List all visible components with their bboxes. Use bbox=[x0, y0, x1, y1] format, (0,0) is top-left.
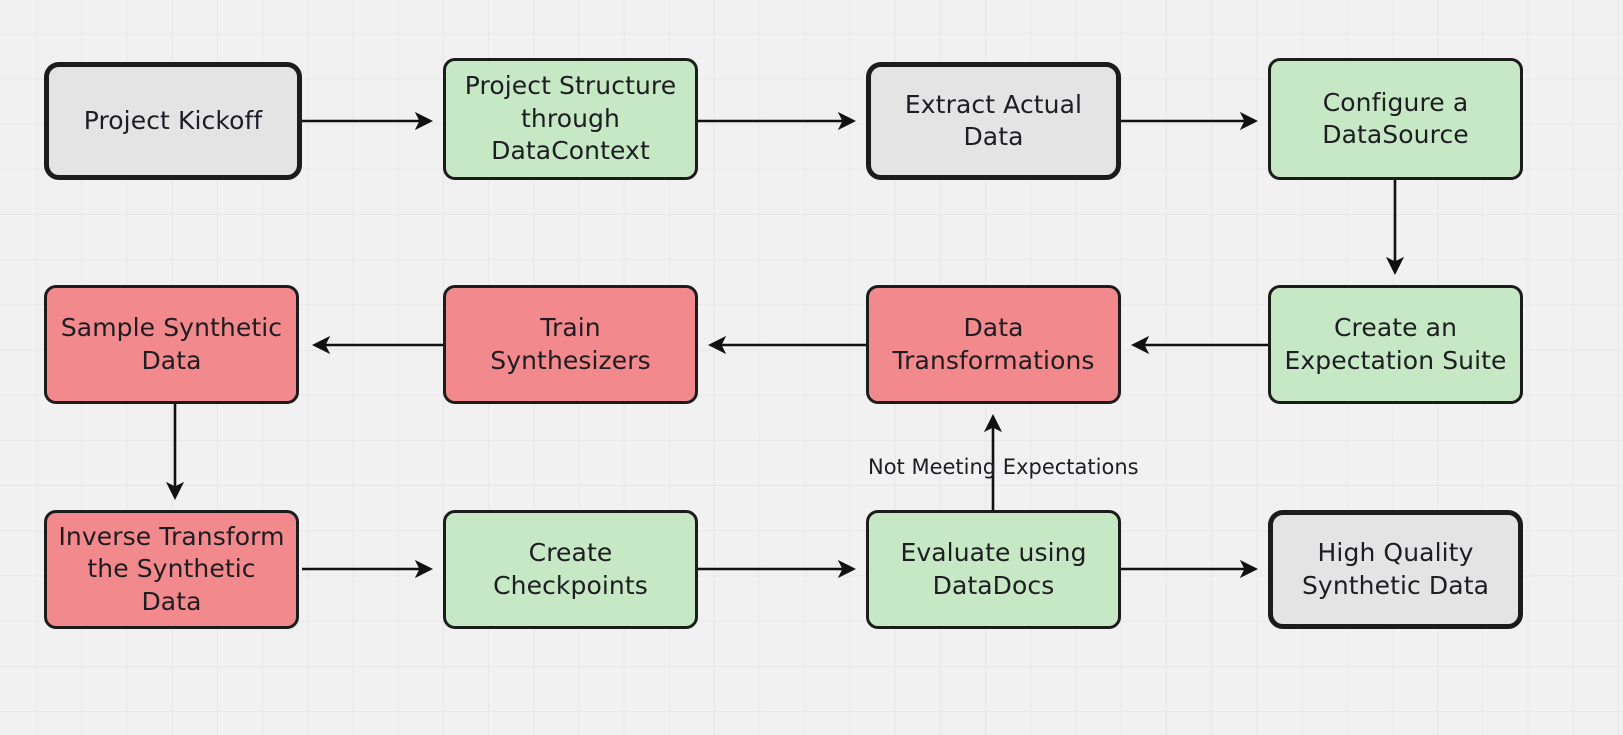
edge-label-not-meeting-expectations: Not Meeting Expectations bbox=[868, 455, 1139, 479]
node-label: Project Kickoff bbox=[83, 105, 263, 135]
node-extract-actual-data[interactable]: Extract Actual Data bbox=[866, 62, 1121, 180]
node-label: Create Checkpoints bbox=[493, 538, 648, 600]
node-project-structure[interactable]: Project Structure through DataContext bbox=[443, 58, 698, 180]
node-sample-synthetic-data[interactable]: Sample Synthetic Data bbox=[44, 285, 299, 404]
node-high-quality-data[interactable]: High Quality Synthetic Data bbox=[1268, 510, 1523, 629]
node-data-transformations[interactable]: Data Transformations bbox=[866, 285, 1121, 404]
node-create-checkpoints[interactable]: Create Checkpoints bbox=[443, 510, 698, 629]
node-create-expectation-suite[interactable]: Create an Expectation Suite bbox=[1268, 285, 1523, 404]
node-label: Data Transformations bbox=[892, 313, 1095, 375]
node-label: Train Synthesizers bbox=[490, 313, 651, 375]
node-train-synthesizers[interactable]: Train Synthesizers bbox=[443, 285, 698, 404]
node-label: Inverse Transform the Synthetic Data bbox=[58, 521, 285, 616]
node-project-kickoff[interactable]: Project Kickoff bbox=[44, 62, 302, 180]
node-label: Create an Expectation Suite bbox=[1284, 313, 1507, 375]
node-evaluate-datadocs[interactable]: Evaluate using DataDocs bbox=[866, 510, 1121, 629]
node-label: Extract Actual Data bbox=[904, 89, 1083, 152]
node-label: High Quality Synthetic Data bbox=[1301, 538, 1490, 600]
node-inverse-transform[interactable]: Inverse Transform the Synthetic Data bbox=[44, 510, 299, 629]
node-label: Evaluate using DataDocs bbox=[900, 538, 1087, 600]
node-label: Configure a DataSource bbox=[1322, 87, 1469, 150]
node-label: Sample Synthetic Data bbox=[60, 313, 283, 375]
node-configure-datasource[interactable]: Configure a DataSource bbox=[1268, 58, 1523, 180]
node-label: Project Structure through DataContext bbox=[464, 71, 677, 166]
